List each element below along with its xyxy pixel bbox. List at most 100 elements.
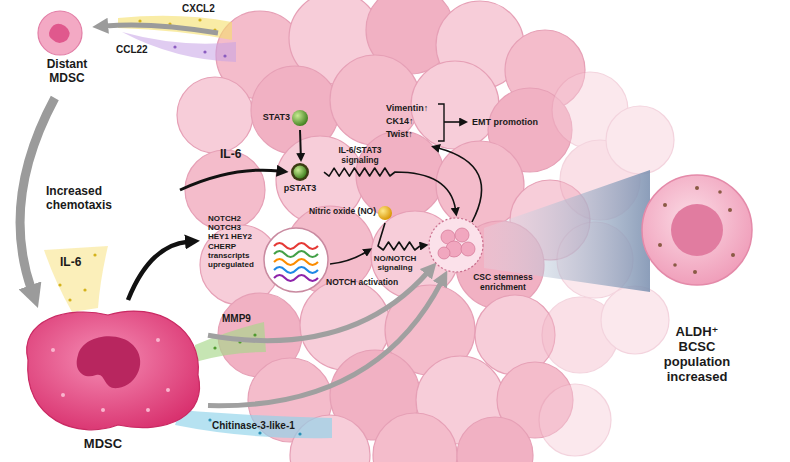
csc-cluster: CSC stemness enrichment [424,215,538,295]
stat3-molecule-shape-part [292,110,308,126]
nitric-oxide-molecule-shape-part [378,206,392,220]
il6-plume-part [93,253,96,256]
cell-nucleus-shape-part [274,251,318,257]
ccl22-plume-part [223,54,226,57]
fading-tumor-cells-part [539,384,611,456]
factor-label: Chitinase-3-like-1 [212,420,332,432]
edge-label: NO/NOTCH signaling [372,254,418,272]
cxcl2-plume-part [198,18,201,21]
signaling-arrow [324,168,456,210]
bcsc-cell: ALDH⁺ BCSC population increased [625,160,770,410]
marker-label: CK14↑ [386,116,440,126]
cell-nucleus-shape-part [274,275,318,281]
stat3-molecule: STAT3 [255,106,311,130]
marker-label: Twist↑ [386,129,440,139]
pstat3-molecule-shape-part [291,163,309,181]
node-text: MDSC [68,437,138,452]
mdsc-cell: MDSC [8,300,208,460]
ccl22-plume-part [203,50,206,53]
cell-nucleus-shape-part [274,267,318,273]
bcsc-cell-shape-part [671,204,723,256]
bcsc-cell-shape-part-part [658,243,662,247]
bcsc-cell-shape-part [658,186,735,274]
phosphorylation-arrow [299,130,302,155]
node-text: NOTCH2 NOTCH3 HEY1 HEY2 CHERP transcript… [208,214,262,269]
chemokine-label: CCL22 [116,44,166,56]
il6-plume-part [58,283,61,286]
mdsc-cell-shape-part-part [146,408,150,412]
mmp9-plume-part [213,346,216,349]
tumor-mass-part [373,413,457,462]
csc-cluster-shape-part [429,218,483,272]
pstat3-molecule: pSTAT3 [278,162,324,198]
mdsc-cell-shape-part-part [61,393,65,397]
mdsc-cell-shape-part-part [156,338,160,342]
emt-feedback-arrow [438,148,482,222]
il6-arrow [180,170,279,190]
node-text: STAT3 [255,112,290,122]
mdsc-cell-shape-part-part [51,348,55,352]
cell-nucleus-shape-part [274,243,318,249]
process-label: Increased chemotaxis [46,185,131,213]
factor-label: MMP9 [222,313,262,325]
cell-nucleus-shape-part [274,259,318,265]
cytokine-label: IL-6 [220,148,260,162]
emt-bracket [438,104,444,141]
chitinase-plume-part [208,418,211,421]
pathway-label: NOTCH activation [326,278,416,288]
il6-plume [44,246,108,312]
chitinase-plume [175,410,332,438]
outcome-label: EMT promotion [472,117,552,127]
cell-nucleus-shape-part [264,228,328,292]
notch-activation-arrow [330,252,366,264]
node-text: pSTAT3 [278,183,322,193]
tumor-mass-part [457,417,533,462]
ccl22-plume-part [173,45,176,48]
distant-mdsc-cell: Distant MDSC [25,8,110,98]
bcsc-cell-shape-part-part [728,208,732,212]
bcsc-cell-shape-part-part [731,253,735,257]
nitric-oxide-molecule: Nitric oxide (NO) [292,203,394,223]
pstat3-molecule-shape-part [294,166,307,179]
cxcl2-plume-part [138,19,141,22]
csc-cluster-shape-part-part [461,242,475,256]
chitinase-plume-part [298,432,301,435]
mdsc-cell-shape-part-part [101,408,105,412]
mmp9-plume-part [253,333,256,336]
distant-mdsc-cell-shape-part [49,24,70,43]
bcsc-cell-shape-part-part [663,203,667,207]
node-text: Distant MDSC [37,58,97,86]
secretion-arrow [208,282,441,406]
mdsc-cell-shape-part [51,338,170,412]
marker-label: Vimentin↑ [386,103,440,113]
csc-cluster-shape-part-part [455,228,469,242]
csc-cluster-shape-part-part [438,247,450,259]
fading-tumor-cells-part [606,106,674,174]
cell-nucleus: NOTCH2 NOTCH3 HEY1 HEY2 CHERP transcript… [200,212,330,294]
bcsc-cell-shape-part [642,175,752,285]
mdsc-cell-shape [8,300,208,460]
il6-plume-part [83,288,86,291]
mdsc-cell-shape-part [27,311,200,430]
node-text: Nitric oxide (NO) [292,207,376,217]
mdsc-cell-shape-part [77,336,141,388]
bcsc-cell-shape-part-part [718,190,722,194]
chitinase-plume-part [258,431,261,434]
bcsc-cell-shape-part-part [693,270,697,274]
chemokine-label: CXCL2 [182,3,232,15]
csc-cluster-shape-part [438,228,475,259]
tumor-mass-part [177,77,253,153]
chemotaxis-signal-arrow [105,25,218,33]
bcsc-cell-shape-part-part [673,263,677,267]
signaling-arrow [378,223,421,250]
edge-label: IL-6/STAT3 signaling [330,146,390,166]
il6-plume-part [68,298,71,301]
fading-tumor-cells-part [601,286,669,354]
distant-mdsc-cell-shape-part [38,11,82,55]
induction-arrow [128,242,188,300]
il6-plume-part [44,246,108,312]
emt-arrow [444,121,461,123]
node-text: CSC stemness enrichment [470,273,536,293]
